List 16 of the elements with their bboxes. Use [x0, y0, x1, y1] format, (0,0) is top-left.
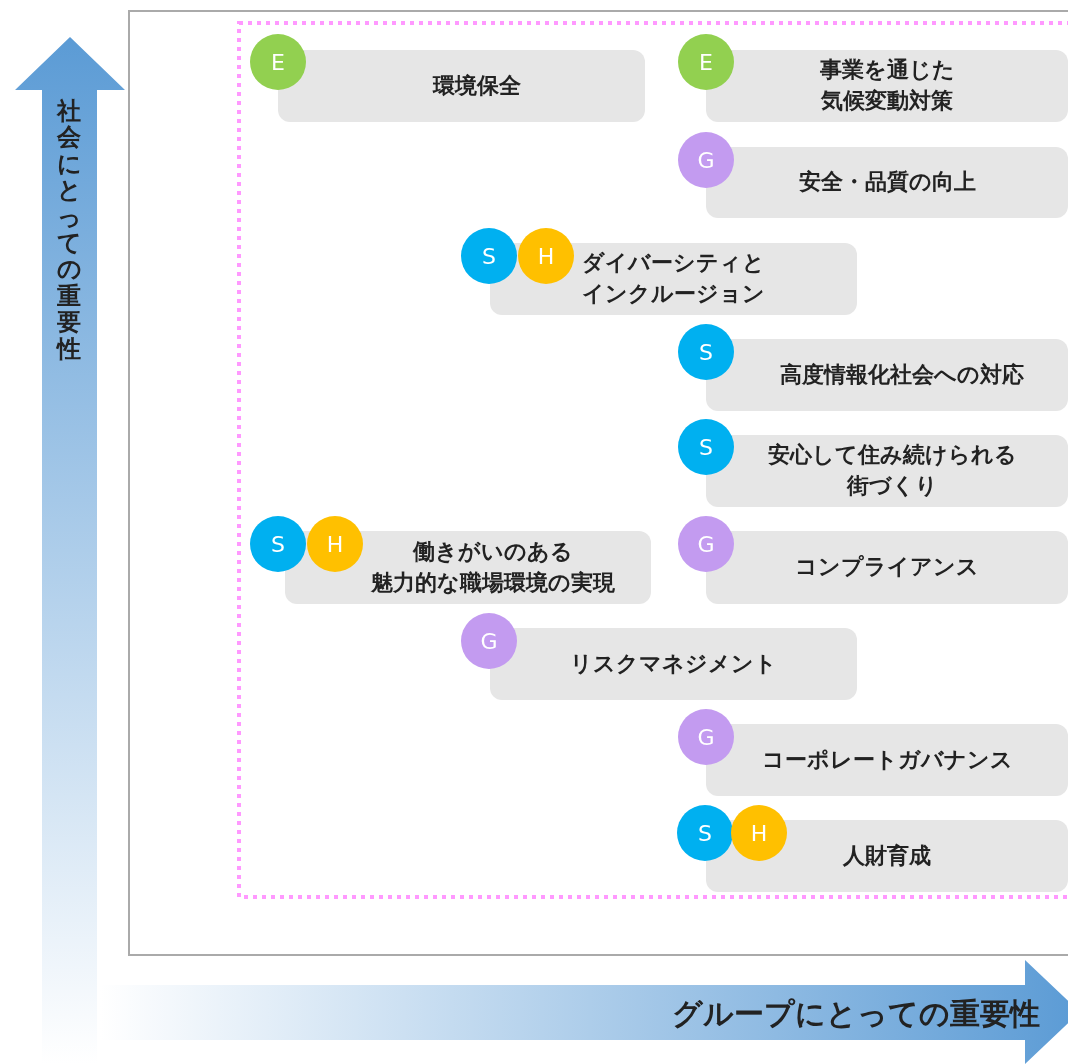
axis-label: 社会にとっての重要性 [56, 98, 82, 362]
category-badge: G [678, 709, 734, 765]
category-badge: E [250, 34, 306, 90]
category-badge: G [678, 516, 734, 572]
category-badge: S [678, 324, 734, 380]
axis-label: グループにとっての重要性 [672, 995, 1040, 1033]
category-badge: S [678, 419, 734, 475]
category-badge: H [731, 805, 787, 861]
category-badge: G [461, 613, 517, 669]
category-badge: H [518, 228, 574, 284]
category-badge: S [250, 516, 306, 572]
category-badge: E [678, 34, 734, 90]
category-badge: S [461, 228, 517, 284]
category-badge: G [678, 132, 734, 188]
category-badge: S [677, 805, 733, 861]
category-badge: H [307, 516, 363, 572]
